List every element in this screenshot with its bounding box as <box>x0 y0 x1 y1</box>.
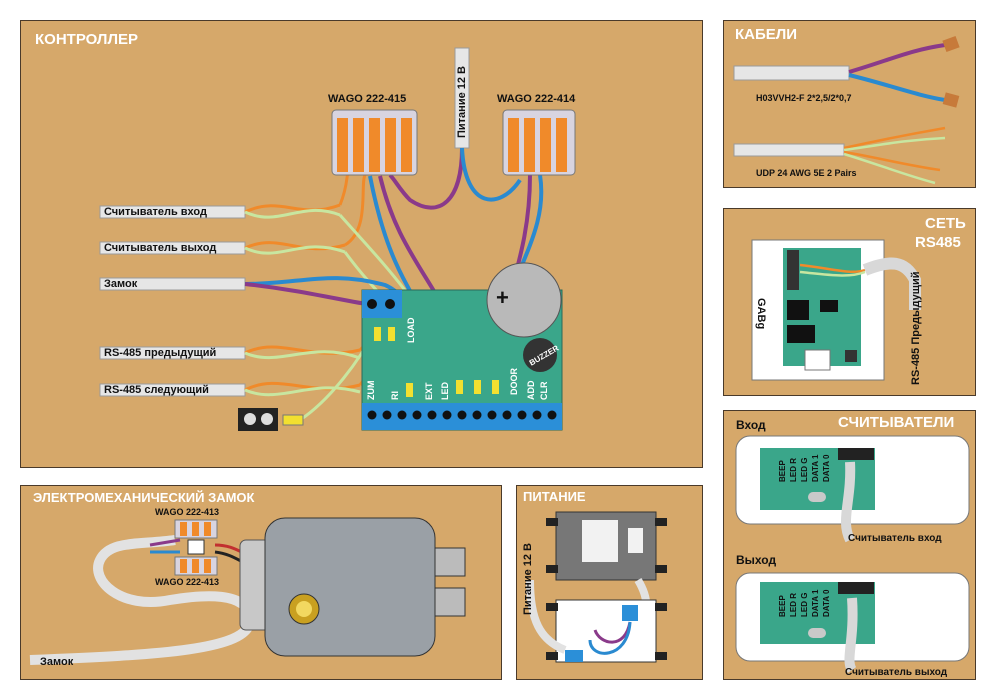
rs485-prev-label: RS-485 предыдущий <box>104 347 217 359</box>
reader-in-cable-label: Считыватель вход <box>848 533 942 544</box>
power-12v-cable-label: Питание 12 В <box>522 543 534 615</box>
lock-cable-label: Замок <box>40 656 74 668</box>
cables-title: КАБЕЛИ <box>735 26 798 43</box>
svg-text:+: + <box>496 285 509 310</box>
reader-out-label: Считыватель выход <box>104 242 217 254</box>
wago-415-connector <box>331 109 418 176</box>
wago-413-top-label: WAGO 222-413 <box>155 507 220 517</box>
cable2-label: UDP 24 AWG 5E 2 Pairs <box>756 168 857 178</box>
power-title: ПИТАНИЕ <box>523 489 586 504</box>
reader-out-heading: Выход <box>736 553 777 567</box>
lock-label: Замок <box>104 278 138 290</box>
controller-board: + BUZZER <box>361 262 563 431</box>
controller-title: КОНТРОЛЛЕР <box>35 31 138 48</box>
reader-out-cable-label: Считыватель выход <box>845 667 948 678</box>
cable1-label: H03VVH2-F 2*2,5/2*0,7 <box>756 93 852 103</box>
wago-413-bottom-label: WAGO 222-413 <box>155 577 220 587</box>
network-title-1: СЕТЬ <box>925 215 966 232</box>
reader-in-label: Считыватель вход <box>104 206 207 218</box>
lock-panel-title: ЭЛЕКТРОМЕХАНИЧЕСКИЙ ЗАМОК <box>33 490 255 505</box>
wago-415-label: WAGO 222-415 <box>328 93 407 105</box>
reader-in-heading: Вход <box>736 418 766 432</box>
rs485-next-label: RS-485 следующий <box>104 384 209 396</box>
wago-414-label: WAGO 222-414 <box>497 93 576 105</box>
readers-title: СЧИТЫВАТЕЛИ <box>838 414 955 431</box>
network-title-2: RS485 <box>915 234 961 251</box>
wago-414-connector <box>502 109 576 176</box>
